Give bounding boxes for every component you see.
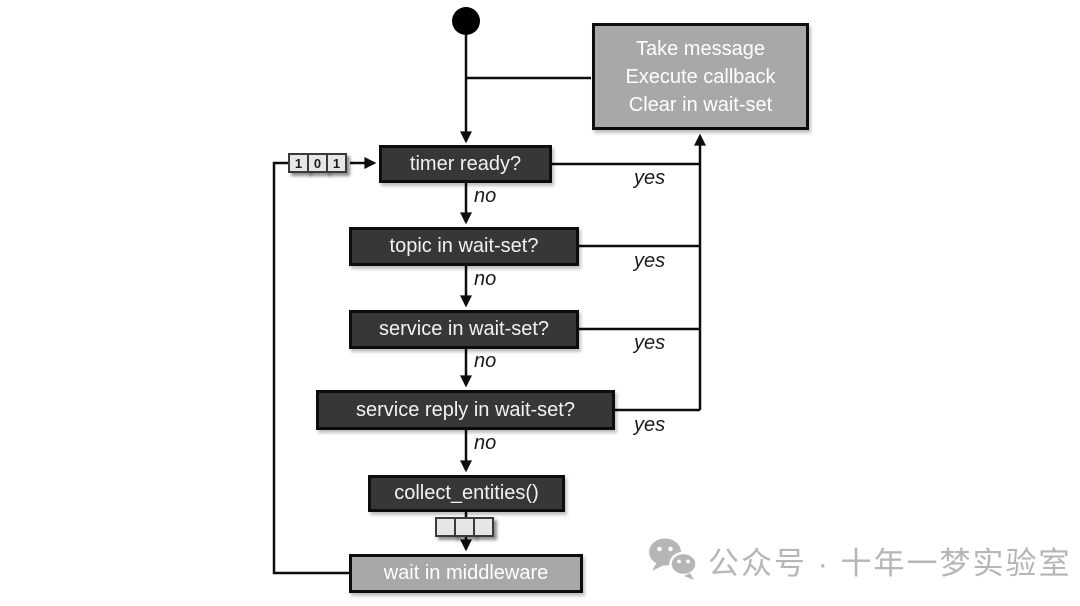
no-label-service: no (474, 350, 497, 372)
wechat-icon (649, 538, 698, 580)
bit-cell: 1 (326, 153, 347, 173)
wait-set-bits: 1 0 1 (288, 153, 347, 173)
timer-ready-node: timer ready? (379, 145, 552, 183)
service-in-wait-set-node: service in wait-set? (349, 310, 579, 349)
watermark: 公众号 · 十年一梦实验室 (648, 537, 1072, 583)
start-node (452, 7, 480, 35)
collect-entities-node: collect_entities() (368, 475, 565, 512)
service-reply-in-wait-set-node: service reply in wait-set? (316, 390, 615, 430)
yes-label-topic: yes (634, 250, 666, 272)
edge-wait-loopback (272, 161, 349, 575)
no-label-timer: no (474, 185, 497, 207)
action-line-take-message: Take message (636, 37, 765, 60)
action-line-clear-wait-set: Clear in wait-set (628, 93, 773, 116)
watermark-text: 公众号 · 十年一梦实验室 (708, 545, 1072, 581)
action-box: Take message Execute callback Clear in w… (592, 23, 809, 130)
empty-cell (454, 517, 475, 537)
yes-label-service: yes (634, 332, 666, 354)
empty-wait-set-cells (435, 517, 494, 537)
yes-label-reply: yes (634, 414, 666, 436)
bit-cell: 1 (288, 153, 309, 173)
wait-in-middleware-node: wait in middleware (349, 554, 583, 593)
bit-cell: 0 (307, 153, 328, 173)
empty-cell (473, 517, 494, 537)
empty-cell (435, 517, 456, 537)
action-line-execute-callback: Execute callback (625, 65, 776, 88)
yes-label-timer: yes (634, 167, 666, 189)
no-label-topic: no (474, 268, 497, 290)
no-label-reply: no (474, 432, 497, 454)
topic-in-wait-set-node: topic in wait-set? (349, 227, 579, 266)
